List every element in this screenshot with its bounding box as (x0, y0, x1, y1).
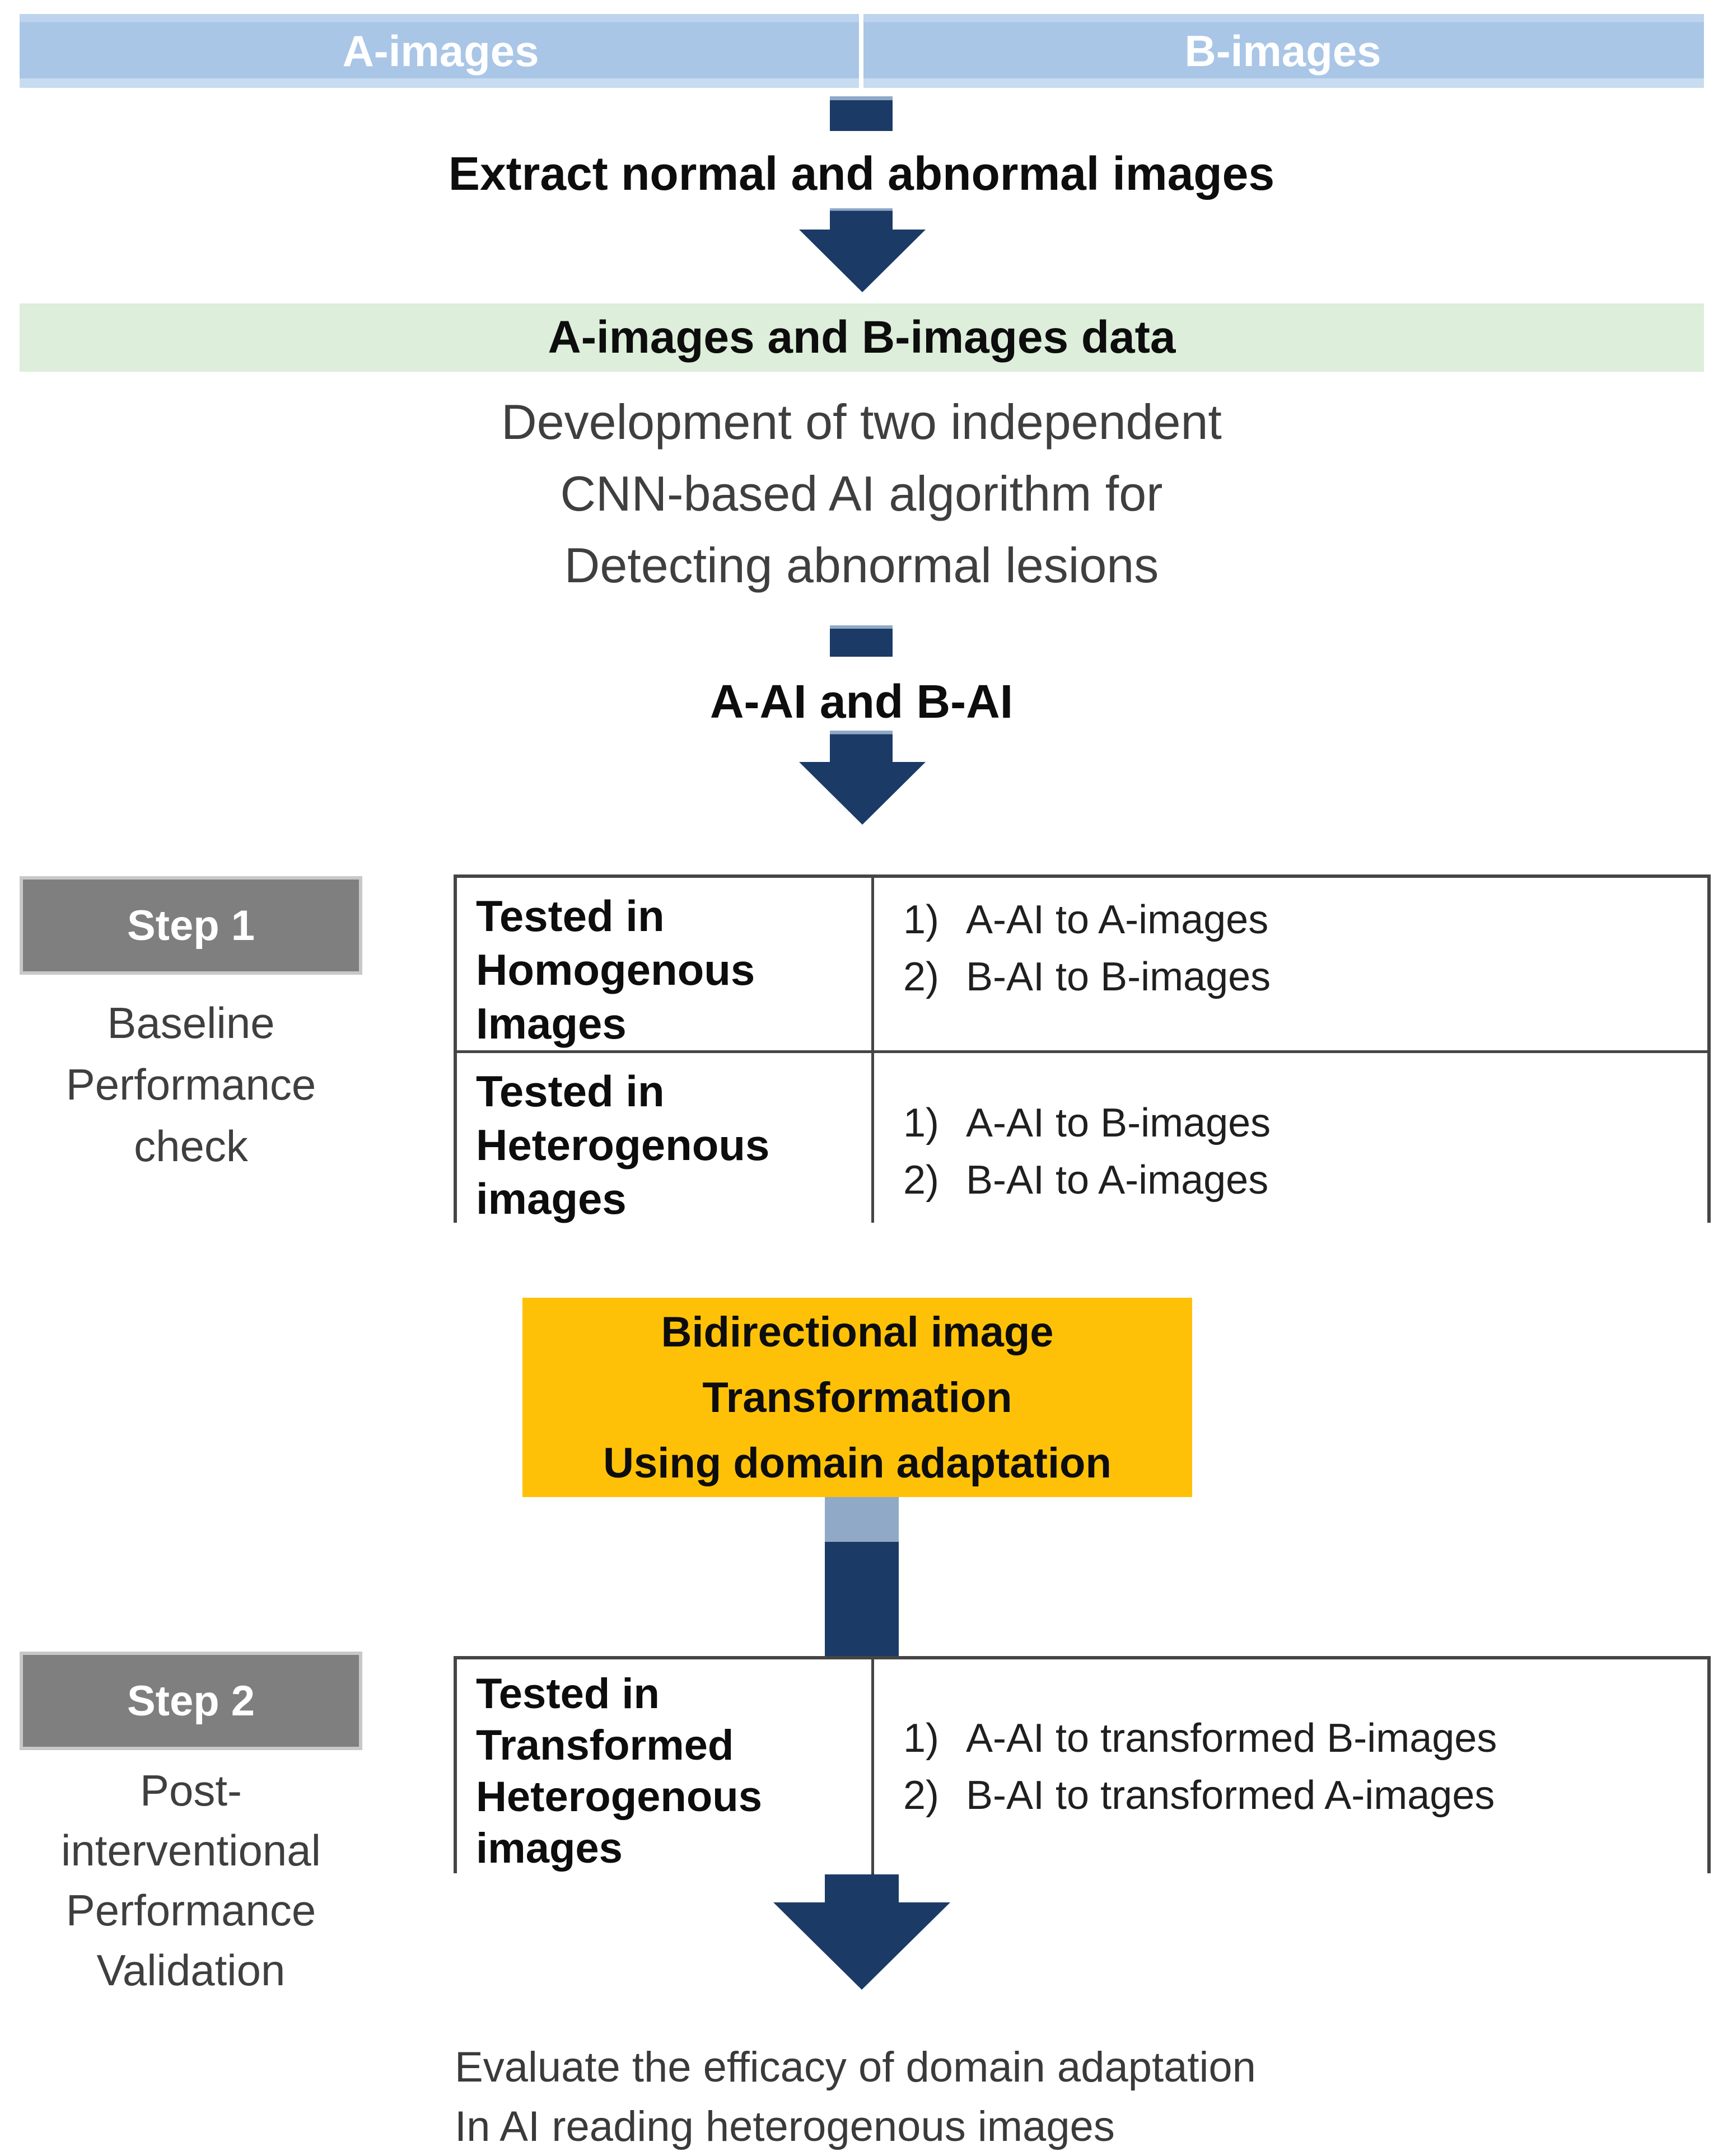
transformation-line: Using domain adaptation (603, 1439, 1112, 1487)
step1-caption-line: Performance (66, 1060, 316, 1109)
step1-table: Tested in Homogenous Images 1) A-AI to A-… (454, 874, 1711, 1226)
development-line: Development of two independent (501, 394, 1222, 450)
table-header-line: Tested in (476, 891, 665, 941)
transformation-box: Bidirectional image Transformation Using… (522, 1298, 1192, 1497)
table-row-items: 1) A-AI to transformed B-images 2) B-AI to… (874, 1659, 1707, 1874)
big-down-arrow-head-icon (773, 1902, 950, 1990)
conclusion-line: Evaluate the efficacy of domain adaptati… (455, 2043, 1256, 2091)
item-text: A-AI to B-images (966, 1101, 1271, 1145)
item-number: 1) (903, 1716, 940, 1761)
table-header-line: Tested in (476, 1067, 665, 1116)
table-row-items: 1) A-AI to B-images 2) B-AI to A-images (874, 1053, 1707, 1226)
item-number: 2) (903, 1773, 940, 1818)
down-arrow-head-icon (799, 230, 926, 292)
item-number: 1) (903, 1101, 940, 1145)
item-number: 2) (903, 955, 940, 999)
table-header-line: Tested in (476, 1670, 660, 1718)
b-images-header: B-images (1184, 26, 1381, 76)
step1-badge: Step 1 (20, 876, 362, 975)
table-header-line: images (476, 1174, 627, 1223)
step1-caption-line: check (134, 1121, 248, 1171)
table-header-line: Heterogenous (476, 1120, 770, 1170)
ai-label: A-AI and B-AI (709, 675, 1014, 728)
list-item: 2) B-AI to transformed A-images (903, 1767, 1707, 1824)
conclusion-line: In AI reading heterogenous images (455, 2103, 1115, 2150)
table-header-line: Homogenous (476, 945, 755, 994)
list-item: 2) B-AI to A-images (903, 1152, 1707, 1209)
item-text: B-AI to transformed A-images (966, 1773, 1495, 1818)
step2-caption-line: Performance (66, 1886, 316, 1935)
item-text: A-AI to transformed B-images (966, 1716, 1497, 1761)
table-header-line: Heterogenous (476, 1773, 762, 1821)
down-arrow-icon (830, 208, 893, 232)
transformation-line: Bidirectional image (661, 1308, 1054, 1356)
item-text: A-AI to A-images (966, 897, 1269, 942)
step2-caption-line: Post- (139, 1766, 242, 1815)
down-arrow-stem-icon (830, 96, 893, 131)
step2-caption-line: Validation (96, 1945, 286, 1995)
item-text: B-AI to A-images (966, 1158, 1269, 1203)
item-number: 1) (903, 897, 940, 942)
table-header-line: images (476, 1825, 623, 1872)
step2-table: Tested in Transformed Heterogenous image… (454, 1656, 1711, 1874)
down-arrow-icon (830, 731, 893, 764)
list-item: 2) B-AI to B-images (903, 948, 1707, 1005)
development-line: Detecting abnormal lesions (564, 537, 1159, 593)
data-bar: A-images and B-images data (20, 303, 1704, 372)
step1-caption: Baseline Performance check (20, 992, 362, 1177)
conclusion-text: Evaluate the efficacy of domain adaptati… (455, 2038, 1687, 2156)
header-divider (859, 14, 863, 98)
step1-caption-line: Baseline (107, 998, 275, 1047)
transformation-line: Transformation (702, 1373, 1012, 1421)
development-line: CNN-based AI algorithm for (560, 466, 1163, 521)
item-number: 2) (903, 1158, 940, 1203)
a-images-header: A-images (342, 26, 539, 76)
table-header-line: Images (476, 999, 627, 1048)
step2-caption-line: interventional (61, 1826, 321, 1875)
item-text: B-AI to B-images (966, 955, 1271, 999)
table-row-header: Tested in Transformed Heterogenous image… (457, 1659, 871, 1874)
table-row-items: 1) A-AI to A-images 2) B-AI to B-images (874, 878, 1707, 1050)
extract-label: Extract normal and abnormal images (448, 147, 1275, 200)
step2-caption: Post- interventional Performance Validat… (20, 1761, 362, 2000)
list-item: 1) A-AI to transformed B-images (903, 1710, 1707, 1767)
table-row-header: Tested in Homogenous Images (457, 878, 871, 1050)
table-row-header: Tested in Heterogenous images (457, 1053, 871, 1226)
list-item: 1) A-AI to A-images (903, 891, 1707, 948)
table-header-line: Transformed (476, 1722, 734, 1769)
development-text: Development of two independent CNN-based… (0, 386, 1723, 601)
step2-badge: Step 2 (20, 1652, 362, 1750)
list-item: 1) A-AI to B-images (903, 1095, 1707, 1152)
down-arrow-stem-icon (830, 625, 893, 657)
down-arrow-head-icon (799, 762, 926, 825)
